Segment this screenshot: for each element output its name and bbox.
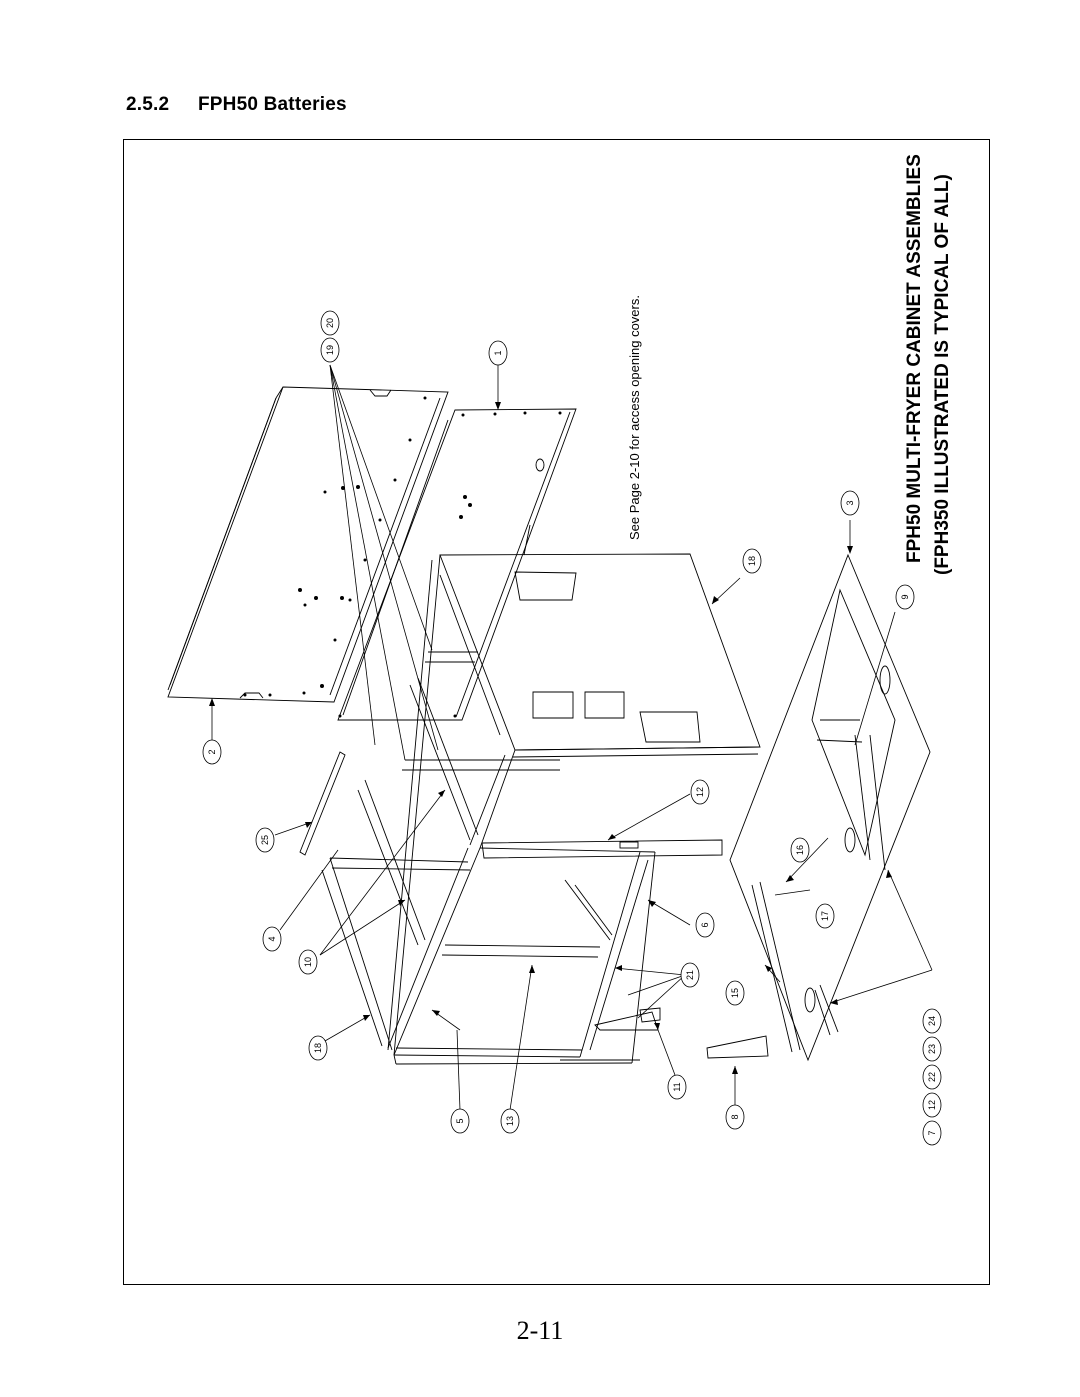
callout-21: 21 <box>685 970 695 980</box>
callout-24: 24 <box>927 1016 937 1026</box>
callout-2: 2 <box>207 749 217 754</box>
rear-panel <box>337 408 577 721</box>
bracket <box>594 1007 661 1031</box>
figure-title-line1: FPH50 MULTI-FRYER CABINET ASSEMBLIES <box>904 154 925 563</box>
callout-16: 16 <box>795 845 805 855</box>
callout-18a: 18 <box>747 556 757 566</box>
right-side-frame <box>729 553 931 1062</box>
figure-title-line2: (FPH350 ILLUSTRATED IS TYPICAL OF ALL) <box>932 174 953 575</box>
exploded-cabinet-diagram: 20 19 1 3 18 9 2 12 25 16 17 6 4 10 21 1… <box>123 139 990 1285</box>
callout-12b: 12 <box>927 1100 937 1110</box>
top-panel <box>439 553 761 758</box>
callout-23: 23 <box>927 1044 937 1054</box>
callout-4: 4 <box>267 936 277 941</box>
callout-12: 12 <box>695 787 705 797</box>
callout-17: 17 <box>820 911 830 921</box>
arrow-heads <box>209 402 892 1074</box>
leader-lines <box>211 364 933 1111</box>
callout-18b: 18 <box>313 1043 323 1053</box>
callout-5: 5 <box>455 1118 465 1123</box>
callout-9: 9 <box>900 594 910 599</box>
filler-strip <box>299 751 346 856</box>
callout-25: 25 <box>260 835 270 845</box>
callout-8: 8 <box>730 1114 740 1119</box>
section-title: FPH50 Batteries <box>198 94 347 115</box>
callout-10: 10 <box>303 957 313 967</box>
base-rail <box>706 1035 769 1059</box>
callout-22: 22 <box>927 1072 937 1082</box>
figure-frame <box>123 139 990 1285</box>
callout-7: 7 <box>927 1130 937 1135</box>
main-cabinet-frame <box>321 554 656 1065</box>
page-number: 2-11 <box>516 1316 564 1345</box>
side-panel-holes <box>243 396 427 697</box>
callout-11: 11 <box>672 1082 682 1091</box>
callout-bubbles <box>202 310 942 1146</box>
callout-3: 3 <box>845 500 855 505</box>
callout-13: 13 <box>505 1116 515 1126</box>
side-panel-left <box>167 386 449 703</box>
section-number: 2.5.2 <box>126 94 170 115</box>
callout-15: 15 <box>730 988 740 998</box>
rear-panel-holes <box>338 411 562 718</box>
callout-numbers: 20 19 1 3 18 9 2 12 25 16 17 6 4 10 21 1… <box>207 318 937 1136</box>
figure-note: See Page 2-10 for access opening covers. <box>627 295 642 540</box>
callout-20: 20 <box>325 318 335 328</box>
callout-6: 6 <box>700 922 710 927</box>
rear-panel-opening <box>535 458 545 472</box>
front-rail <box>481 839 723 859</box>
section-heading: 2.5.2 FPH50 Batteries <box>126 94 347 116</box>
callout-19: 19 <box>325 345 335 355</box>
callout-1: 1 <box>493 350 503 355</box>
